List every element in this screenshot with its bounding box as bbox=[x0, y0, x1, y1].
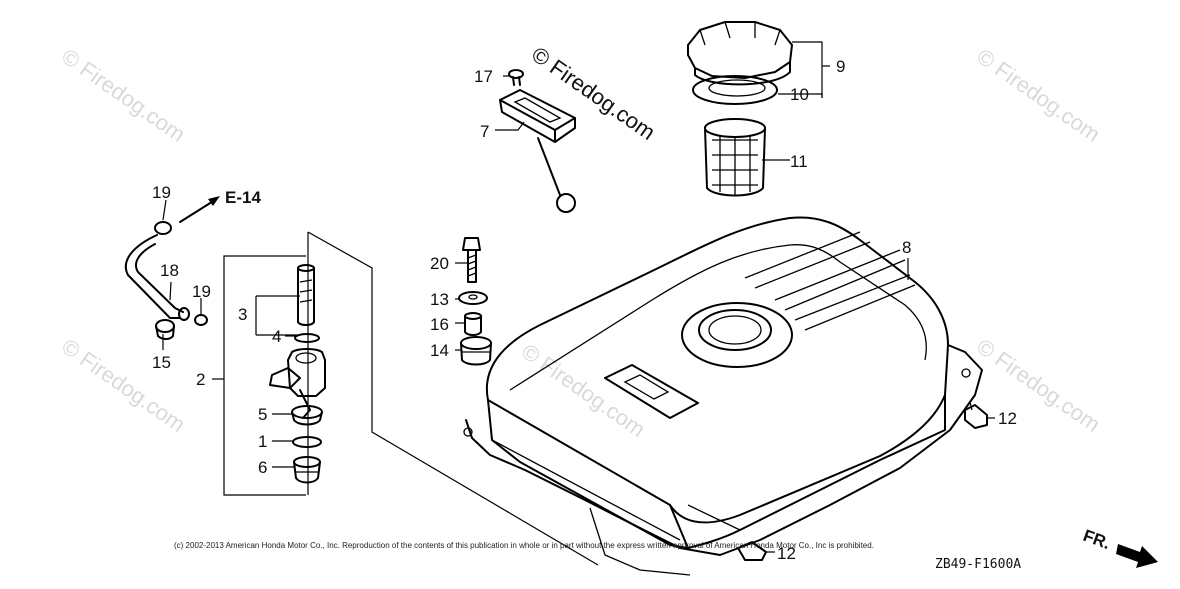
gauge-screw bbox=[508, 69, 524, 86]
callout-14[interactable]: 14 bbox=[430, 341, 449, 360]
reference-arrow bbox=[179, 196, 220, 223]
callout-15[interactable]: 15 bbox=[152, 353, 171, 372]
grommet bbox=[460, 336, 492, 366]
copyright-notice: (c) 2002-2013 American Honda Motor Co., … bbox=[174, 541, 874, 550]
callout-5[interactable]: 5 bbox=[258, 405, 267, 424]
callout-6[interactable]: 6 bbox=[258, 458, 267, 477]
diagram-code: ZB49-F1600A bbox=[935, 557, 1021, 572]
callout-18[interactable]: 18 bbox=[160, 261, 179, 280]
fuel-cock-leader bbox=[307, 231, 599, 566]
filler-cap bbox=[687, 21, 793, 86]
o-ring-4 bbox=[294, 333, 320, 343]
collar bbox=[464, 312, 482, 336]
fuel-cock-filter bbox=[297, 264, 315, 326]
watermark-left-top: © Firedog.com bbox=[57, 44, 190, 147]
fuel-strainer bbox=[704, 118, 766, 197]
fuel-gauge bbox=[499, 89, 576, 213]
callout-1[interactable]: 1 bbox=[258, 432, 267, 451]
callout-7[interactable]: 7 bbox=[480, 122, 489, 141]
front-label: FR. bbox=[1081, 526, 1113, 553]
callout-13[interactable]: 13 bbox=[430, 290, 449, 309]
fuel-tank bbox=[463, 216, 983, 576]
joint bbox=[155, 319, 175, 340]
watermark-right-top: © Firedog.com bbox=[972, 44, 1105, 147]
callout-20[interactable]: 20 bbox=[430, 254, 449, 273]
front-direction-indicator: FR. bbox=[1081, 526, 1158, 568]
group-bracket-3 bbox=[255, 295, 300, 336]
callout-19-side[interactable]: 19 bbox=[192, 282, 211, 301]
callout-2[interactable]: 2 bbox=[196, 370, 205, 389]
group-bracket-2 bbox=[223, 255, 306, 496]
callout-10[interactable]: 10 bbox=[790, 85, 809, 104]
callout-16[interactable]: 16 bbox=[430, 315, 449, 334]
leader-lines bbox=[162, 41, 995, 553]
tube-clip-top bbox=[154, 221, 172, 235]
clip-right bbox=[964, 401, 988, 429]
tube-clip-side bbox=[194, 314, 208, 326]
callout-4[interactable]: 4 bbox=[272, 327, 281, 346]
sediment-cup bbox=[293, 456, 321, 484]
fuel-tube bbox=[125, 234, 190, 321]
watermark-right-bottom: © Firedog.com bbox=[972, 334, 1105, 437]
valve-seal bbox=[291, 405, 323, 426]
callout-19-top[interactable]: 19 bbox=[152, 183, 171, 202]
callout-3[interactable]: 3 bbox=[238, 305, 247, 324]
reference-e14[interactable]: E-14 bbox=[225, 188, 261, 207]
callout-12-bottom[interactable]: 12 bbox=[777, 544, 796, 563]
callout-12-right[interactable]: 12 bbox=[998, 409, 1017, 428]
callout-11[interactable]: 11 bbox=[790, 152, 808, 171]
clip-bottom bbox=[737, 541, 767, 561]
fuel-cock-body bbox=[269, 348, 326, 419]
watermark-main: © Firedog.com bbox=[527, 42, 660, 145]
o-ring-1 bbox=[292, 436, 322, 448]
callout-8[interactable]: 8 bbox=[902, 238, 911, 257]
washer bbox=[458, 291, 488, 305]
watermark-center: © Firedog.com bbox=[517, 339, 650, 442]
watermarks: © Firedog.com © Firedog.com © Firedog.co… bbox=[57, 44, 1105, 442]
callout-9[interactable]: 9 bbox=[836, 57, 845, 76]
tank-bolt bbox=[462, 237, 481, 283]
cap-gasket bbox=[692, 75, 778, 105]
callout-17[interactable]: 17 bbox=[474, 67, 493, 86]
watermark-left-bottom: © Firedog.com bbox=[57, 334, 190, 437]
